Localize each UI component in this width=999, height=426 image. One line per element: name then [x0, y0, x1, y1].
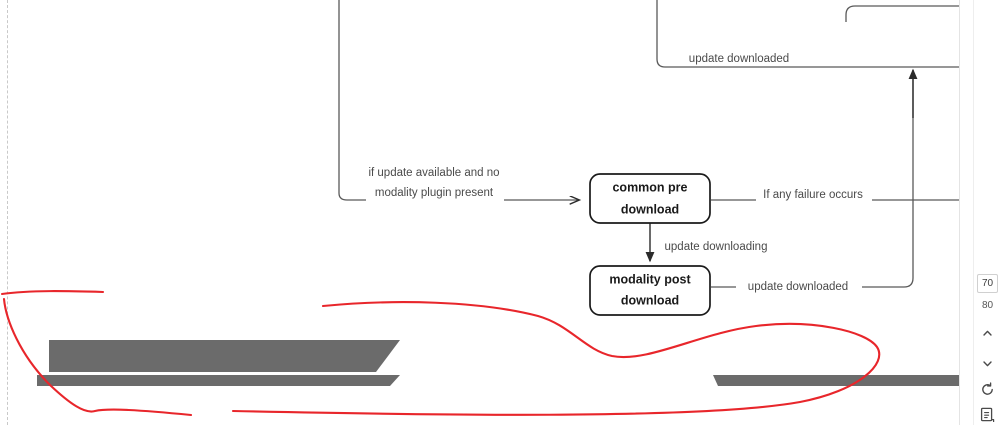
- scroll-up-button[interactable]: [977, 322, 998, 344]
- edge-top-right-stub: [845, 5, 960, 22]
- banner-bar-right: [713, 375, 960, 386]
- node-modality-post-download-line1: modality post: [609, 272, 691, 286]
- page-margin-guide: [7, 0, 8, 425]
- page-number-input[interactable]: [977, 274, 998, 293]
- refresh-button[interactable]: [977, 378, 998, 400]
- edge-update-available: [338, 0, 579, 200]
- banner-shapes: [37, 340, 960, 386]
- edge-label-update-downloaded-bottom: update downloaded: [748, 281, 848, 293]
- refresh-icon: [980, 381, 995, 397]
- document-button[interactable]: [977, 404, 998, 426]
- page-number-next-label: 80: [981, 300, 994, 311]
- node-common-pre-download-line1: common pre: [612, 180, 687, 194]
- banner-bar-thick: [49, 340, 400, 372]
- edge-label-if-update-available-line2: modality plugin present: [375, 187, 494, 199]
- edge-update-downloaded-bottom: [711, 75, 914, 288]
- diagram-canvas[interactable]: common pre download modality post downlo…: [0, 0, 960, 425]
- right-side-toolbar: 80: [973, 0, 999, 425]
- node-common-pre-download-line2: download: [621, 202, 679, 216]
- banner-bar-thin: [37, 375, 400, 386]
- edge-update-downloaded-top: [656, 0, 960, 68]
- scroll-down-button[interactable]: [977, 352, 998, 374]
- edge-label-update-downloaded-top: update downloaded: [689, 53, 789, 65]
- chevron-up-icon: [981, 327, 994, 340]
- vertical-scrollbar[interactable]: [959, 0, 960, 425]
- document-icon: [980, 407, 995, 423]
- edge-label-if-update-available-line1: if update available and no: [368, 167, 499, 179]
- chevron-down-icon: [981, 357, 994, 370]
- node-common-pre-download[interactable]: common pre download: [589, 173, 711, 224]
- edge-label-if-any-failure-occurs: If any failure occurs: [763, 189, 863, 201]
- edge-label-update-downloading: update downloading: [665, 241, 768, 253]
- flowchart-graphic: common pre download modality post downlo…: [338, 0, 960, 316]
